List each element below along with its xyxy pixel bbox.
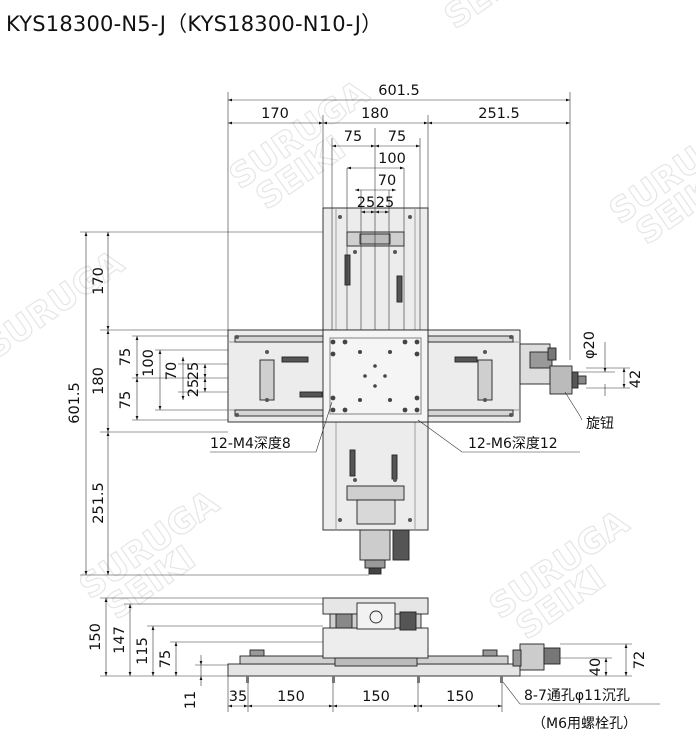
m4-thread-label: 12-M4深度8 bbox=[210, 436, 291, 452]
top-view-labels: 601.5 170 180 251.5 75 75 100 70 25 25 6… bbox=[67, 83, 644, 524]
dim-h-11: 11 bbox=[183, 691, 199, 709]
page-title: KYS18300-N5-J（KYS18300-N10-J） bbox=[6, 12, 383, 36]
svg-text:SURUGA: SURUGA bbox=[0, 242, 132, 367]
dim-v-70: 70 bbox=[164, 362, 180, 380]
x-knob bbox=[577, 375, 587, 385]
dim-w-35: 35 bbox=[229, 689, 247, 705]
dim-knob-72: 72 bbox=[632, 651, 648, 669]
dim-pitch-75-left: 75 bbox=[344, 129, 362, 145]
side-view bbox=[227, 597, 561, 683]
bolt-spec-label: （M6用螺栓孔） bbox=[532, 716, 637, 732]
top-view bbox=[227, 207, 587, 575]
dim-h-147: 147 bbox=[112, 626, 128, 654]
dim-w-150-b: 150 bbox=[362, 689, 390, 705]
dim-knob-diameter: φ20 bbox=[582, 331, 598, 359]
center-table bbox=[322, 329, 429, 423]
dim-span-70: 70 bbox=[378, 173, 396, 189]
dim-h-75: 75 bbox=[158, 650, 174, 668]
dim-v-100: 100 bbox=[141, 349, 157, 377]
dim-pitch-25-left: 25 bbox=[357, 195, 375, 211]
dim-pitch-25-right: 25 bbox=[376, 195, 394, 211]
dim-height-bottom: 251.5 bbox=[91, 482, 107, 524]
dim-knob-offset: 42 bbox=[628, 370, 644, 388]
dim-v-25-bottom: 25 bbox=[186, 379, 202, 397]
dim-width-right: 251.5 bbox=[478, 106, 520, 122]
dim-h-150: 150 bbox=[88, 623, 104, 651]
dim-pitch-75-right: 75 bbox=[388, 129, 406, 145]
dim-w-150-c: 150 bbox=[446, 689, 474, 705]
top-view-dimensions bbox=[80, 92, 630, 576]
m6-thread-label: 12-M6深度12 bbox=[468, 436, 558, 452]
hole-spec-label: 8-7通孔φ11沉孔 bbox=[524, 688, 630, 704]
dim-v-25-top: 25 bbox=[186, 362, 202, 380]
dim-v-75-top: 75 bbox=[118, 348, 134, 366]
dim-height-mid: 180 bbox=[91, 367, 107, 395]
knob-label: 旋钮 bbox=[586, 416, 614, 432]
dim-h-115: 115 bbox=[135, 637, 151, 665]
dim-width-mid: 180 bbox=[361, 106, 389, 122]
dim-overall-height: 601.5 bbox=[67, 382, 83, 424]
dim-knob-40: 40 bbox=[588, 658, 604, 676]
dim-overall-width: 601.5 bbox=[378, 83, 420, 99]
side-view-dimensions bbox=[100, 597, 660, 712]
side-view-labels: 150 147 115 75 11 35 150 150 150 40 72 8… bbox=[88, 623, 648, 732]
dim-width-left: 170 bbox=[261, 106, 289, 122]
svg-text:SEIKI: SEIKI bbox=[437, 0, 541, 37]
dim-v-75-bottom: 75 bbox=[118, 391, 134, 409]
dim-w-150-a: 150 bbox=[277, 689, 305, 705]
side-motor bbox=[519, 643, 545, 671]
dim-span-100: 100 bbox=[378, 151, 406, 167]
lower-stage bbox=[322, 627, 429, 659]
y-motor bbox=[359, 529, 391, 561]
y-knob bbox=[368, 567, 382, 575]
dim-height-top: 170 bbox=[91, 267, 107, 295]
